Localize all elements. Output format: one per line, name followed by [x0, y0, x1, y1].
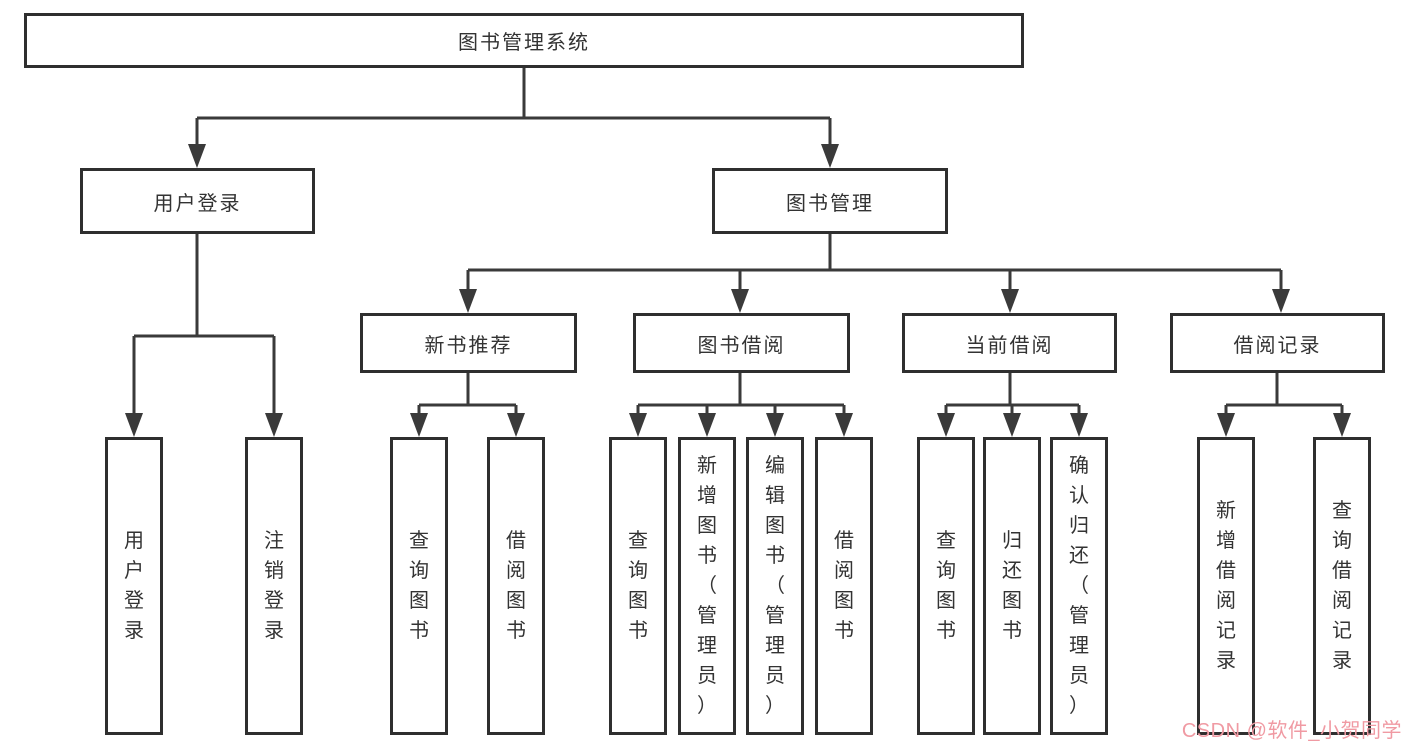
connector-stems: [132, 68, 1344, 419]
leaf-label: 查询图书: [936, 530, 956, 642]
leaf-label: 查询借阅记录: [1332, 500, 1352, 672]
leaf-label: 归还图书: [1002, 530, 1022, 642]
node-label: 图书管理系统: [458, 32, 590, 54]
leaf-label: 确认归还（管理员）: [1069, 455, 1089, 717]
watermark: CSDN @软件_小贺同学: [1181, 720, 1402, 742]
leaf-label: 借阅图书: [506, 530, 526, 642]
leaf-query-books-borrow: 查询图书: [609, 437, 667, 735]
node-label: 新书推荐: [424, 334, 513, 357]
leaf-logout: 注销登录: [245, 437, 303, 735]
leaf-query-books-current: 查询图书: [917, 437, 975, 735]
node-user-login: 用户登录: [80, 168, 315, 234]
leaf-user-login: 用户登录: [105, 437, 163, 735]
node-root: 图书管理系统: [24, 13, 1024, 68]
leaf-label: 注销登录: [264, 530, 284, 642]
leaf-edit-book-admin: 编辑图书（管理员）: [746, 437, 804, 735]
leaf-query-borrow-record: 查询借阅记录: [1313, 437, 1371, 735]
leaf-label: 编辑图书（管理员）: [765, 455, 785, 717]
leaf-label: 用户登录: [124, 530, 144, 642]
leaf-query-books-recommend: 查询图书: [390, 437, 448, 735]
node-borrow-records: 借阅记录: [1170, 313, 1385, 373]
node-label: 图书管理: [786, 192, 874, 215]
arrowheads: [125, 144, 1351, 437]
node-label: 借阅记录: [1233, 334, 1322, 357]
node-label: 图书借阅: [697, 334, 786, 357]
node-current-borrow: 当前借阅: [902, 313, 1117, 373]
node-book-management: 图书管理: [712, 168, 948, 234]
leaf-borrow-books: 借阅图书: [815, 437, 873, 735]
leaf-borrow-books-recommend: 借阅图书: [487, 437, 545, 735]
leaf-label: 新增图书（管理员）: [697, 455, 717, 717]
node-new-book-recommend: 新书推荐: [360, 313, 577, 373]
leaf-label: 借阅图书: [834, 530, 854, 642]
leaf-label: 新增借阅记录: [1216, 500, 1236, 672]
leaf-label: 查询图书: [409, 530, 429, 642]
leaf-label: 查询图书: [628, 530, 648, 642]
leaf-confirm-return-admin: 确认归还（管理员）: [1050, 437, 1108, 735]
node-label: 当前借阅: [965, 334, 1054, 357]
leaf-add-borrow-record: 新增借阅记录: [1197, 437, 1255, 735]
node-book-borrow: 图书借阅: [633, 313, 850, 373]
leaf-return-book: 归还图书: [983, 437, 1041, 735]
leaf-add-book-admin: 新增图书（管理员）: [678, 437, 736, 735]
node-label: 用户登录: [153, 192, 242, 215]
